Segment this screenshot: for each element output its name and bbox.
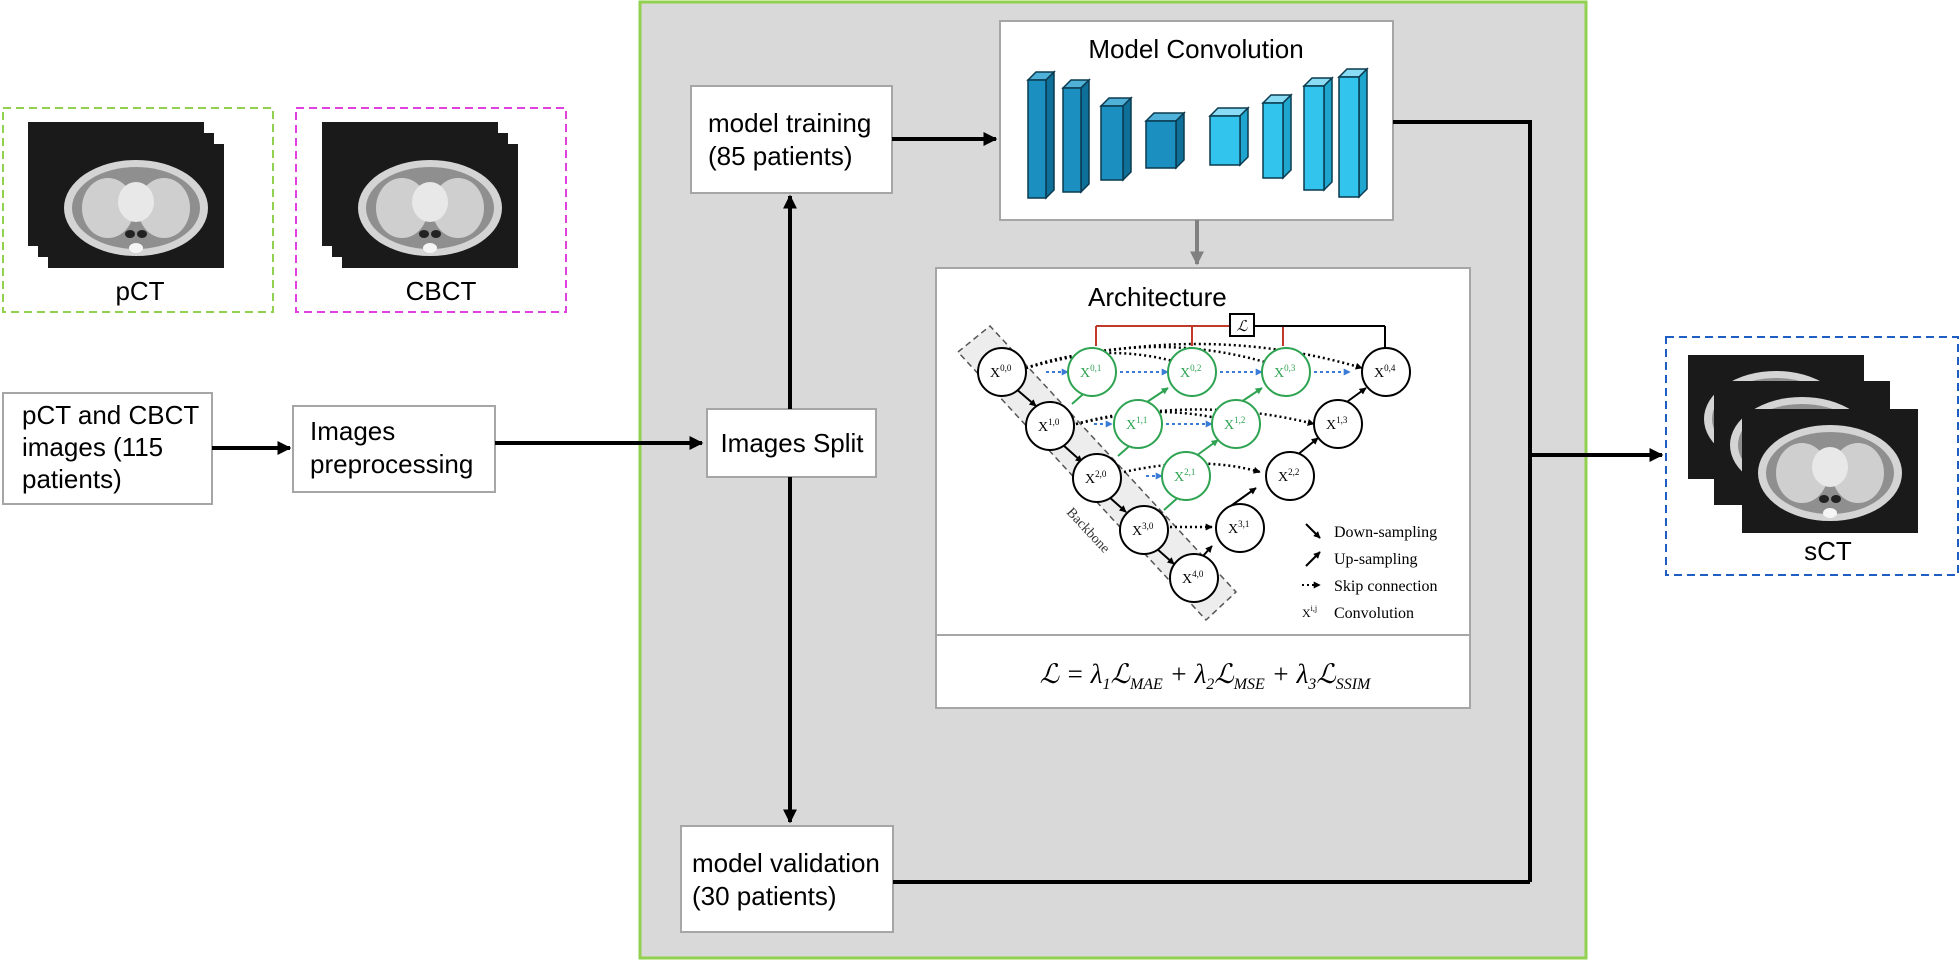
legend-convolution: Convolution — [1334, 605, 1414, 622]
source-line-1: pCT and CBCT — [22, 400, 199, 430]
node-x11: X1,1 — [1113, 399, 1163, 449]
cbct-label: CBCT — [406, 276, 477, 306]
node-x22: X2,2 — [1265, 451, 1315, 501]
node-x02: X0,2 — [1167, 347, 1217, 397]
cbct-image-stack: CBCT — [295, 107, 567, 313]
model-convolution-box: Model Convolution — [999, 20, 1394, 221]
preprocessing-line-1: Images — [310, 416, 395, 446]
svg-text:X1,1: X1,1 — [1126, 415, 1147, 433]
validation-line-2: (30 patients) — [692, 881, 837, 911]
node-x40: X4,0 — [1169, 553, 1219, 603]
training-line-1: model training — [708, 108, 871, 138]
split-label: Images Split — [720, 428, 864, 458]
pct-label: pCT — [115, 276, 164, 306]
architecture-title: Architecture — [1088, 282, 1227, 312]
skip-connections-blue — [1046, 368, 1351, 480]
legend-skip-connection: Skip connection — [1334, 578, 1438, 595]
svg-text:X1,0: X1,0 — [1038, 417, 1060, 435]
architecture-box: Architecture Backbone ℒ — [935, 267, 1471, 709]
svg-text:X4,0: X4,0 — [1182, 569, 1204, 587]
svg-text:X2,2: X2,2 — [1278, 467, 1299, 485]
legend-up-sampling: Up-sampling — [1334, 551, 1418, 568]
preprocessing-line-2: preprocessing — [310, 449, 473, 479]
node-x20: X2,0 — [1072, 453, 1122, 503]
sct-image-stack: sCT — [1665, 336, 1959, 576]
node-x12: X1,2 — [1211, 399, 1261, 449]
svg-text:X0,3: X0,3 — [1274, 363, 1296, 381]
legend-conv-symbol: Xi,j — [1302, 604, 1317, 620]
images-split-box: Images Split — [706, 408, 877, 478]
svg-text:X1,2: X1,2 — [1224, 415, 1245, 433]
pct-image-stack: pCT — [2, 107, 274, 313]
loss-connector: ℒ — [1095, 313, 1386, 350]
node-x10: X1,0 — [1025, 401, 1075, 451]
svg-text:X3,1: X3,1 — [1228, 519, 1249, 537]
svg-text:X0,1: X0,1 — [1080, 363, 1101, 381]
node-x00: X0,0 — [977, 347, 1027, 397]
architecture-legend: Down-sampling Up-sampling Skip connectio… — [1302, 523, 1438, 622]
training-line-2: (85 patients) — [708, 141, 853, 171]
svg-text:X0,0: X0,0 — [990, 363, 1012, 381]
sct-label: sCT — [1804, 536, 1852, 566]
svg-text:X2,1: X2,1 — [1174, 467, 1195, 485]
model-training-box: model training (85 patients) — [690, 85, 893, 194]
source-line-2: images (115 — [22, 432, 163, 462]
validation-line-1: model validation — [692, 848, 880, 878]
loss-symbol: ℒ — [1237, 319, 1249, 335]
decoder-blocks — [1208, 67, 1369, 199]
node-x30: X3,0 — [1119, 505, 1169, 555]
node-x21: X2,1 — [1161, 451, 1211, 501]
node-x13: X1,3 — [1313, 399, 1363, 449]
node-x04: X0,4 — [1361, 347, 1411, 397]
legend-down-sampling: Down-sampling — [1334, 524, 1437, 541]
loss-formula: ℒ = λ1ℒMAE + λ2ℒMSE + λ3ℒSSIM — [1040, 659, 1372, 693]
svg-text:X0,4: X0,4 — [1374, 363, 1396, 381]
model-validation-box: model validation (30 patients) — [680, 825, 894, 933]
encoder-blocks — [1026, 70, 1186, 200]
node-x01: X0,1 — [1067, 347, 1117, 397]
svg-text:X2,0: X2,0 — [1085, 469, 1107, 487]
svg-text:X1,3: X1,3 — [1326, 415, 1348, 433]
node-x31: X3,1 — [1215, 503, 1265, 553]
line-model-to-output — [1393, 120, 1532, 882]
preprocessing-box: Images preprocessing — [292, 405, 496, 493]
skip-connections — [1025, 342, 1363, 531]
svg-text:X0,2: X0,2 — [1180, 363, 1201, 381]
node-x03: X0,3 — [1261, 347, 1311, 397]
model-title: Model Convolution — [1088, 34, 1303, 64]
source-line-3: patients) — [22, 464, 122, 494]
source-images-box: pCT and CBCT images (115 patients) — [2, 392, 213, 505]
svg-text:X3,0: X3,0 — [1132, 521, 1154, 539]
